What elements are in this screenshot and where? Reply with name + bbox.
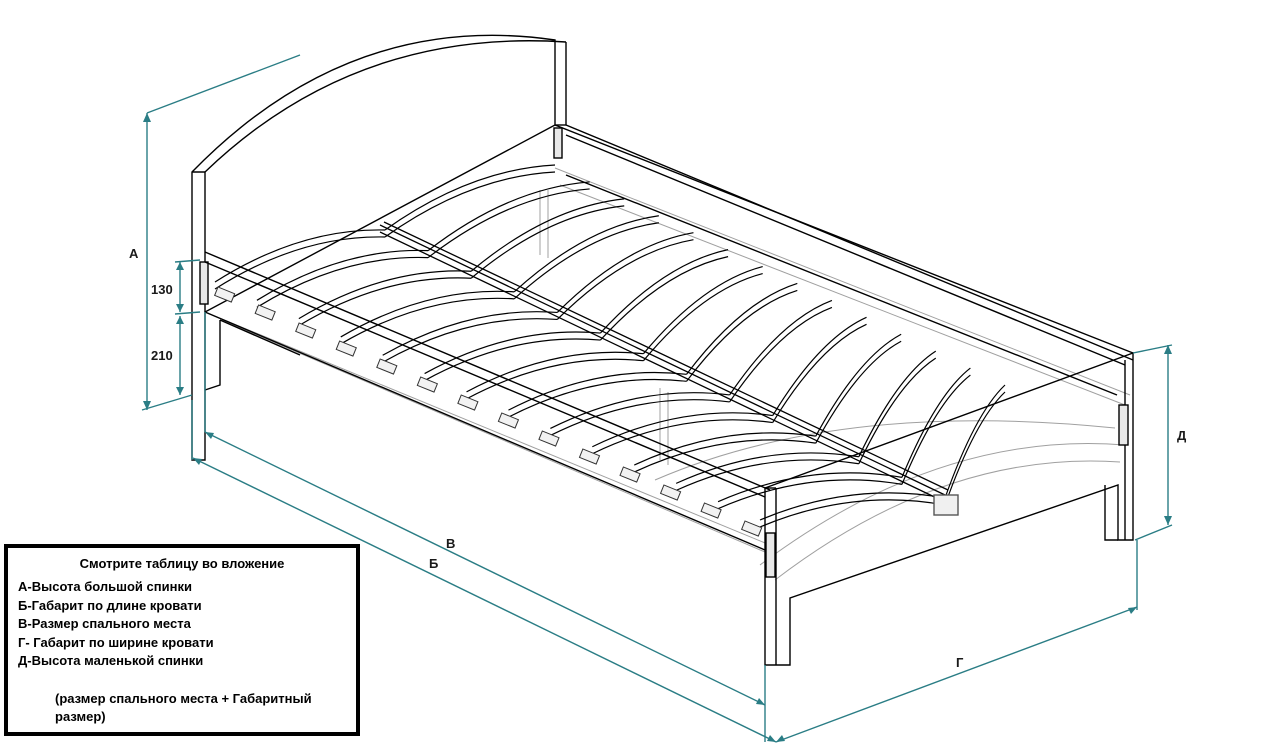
dim-label-g: Г [956, 655, 964, 670]
slat [686, 282, 798, 375]
slat [858, 350, 937, 458]
slat-holder [376, 358, 398, 375]
slat [427, 188, 590, 259]
legend-box: Смотрите таблицу во вложение А-Высота бо… [4, 544, 360, 736]
slat [427, 181, 590, 252]
slat [759, 492, 946, 521]
slat [944, 391, 1006, 506]
slat-holder [700, 502, 722, 519]
hidden-lines [204, 167, 1131, 581]
slat [599, 249, 729, 334]
slat [382, 318, 558, 363]
slat [298, 277, 472, 327]
legend-title: Смотрите таблицу во вложение [79, 556, 285, 571]
slat-holder [416, 376, 439, 393]
slat [384, 171, 556, 238]
slat-holder [740, 520, 763, 537]
slat-holder [295, 322, 317, 339]
slats [214, 164, 1006, 528]
dim-label-210: 210 [151, 348, 173, 363]
slat-holder [659, 484, 682, 501]
slat [466, 358, 644, 400]
slat [556, 239, 694, 320]
dimension-arrows [143, 113, 1172, 742]
slat-holder [213, 286, 236, 303]
dimension-lines [141, 54, 1173, 743]
slat [550, 399, 730, 436]
slat [256, 249, 429, 301]
slat [643, 272, 763, 362]
legend-item-d: Д-Высота маленькой спинки [18, 653, 204, 668]
slat [901, 367, 971, 478]
slat-holder [335, 340, 357, 357]
legend-item-v: В-Размер спального места [18, 616, 191, 631]
slat [815, 333, 902, 437]
slat [424, 338, 601, 382]
slat [470, 198, 625, 272]
legend-item-a: А-Высота большой спинки [18, 579, 192, 594]
slat [633, 432, 816, 466]
legend-note: (размер спального места + Габаритный раз… [55, 691, 312, 724]
dim-b-line [192, 457, 777, 743]
slat [599, 256, 729, 341]
dim-v-line [204, 431, 766, 706]
slat-holder [497, 412, 520, 429]
legend-item-g: Г- Габарит по ширине кровати [18, 634, 214, 650]
slat [513, 215, 659, 293]
dim-label-v: В [446, 536, 456, 551]
slat-holder [538, 430, 560, 447]
slat [556, 232, 694, 313]
slat [470, 205, 625, 279]
dim-label-a: А [129, 246, 139, 261]
slat [717, 479, 903, 510]
slat-holder [254, 304, 276, 321]
legend-list: А-Высота большой спинки Б-Габарит по дли… [18, 578, 214, 671]
slat [466, 351, 644, 393]
dim-label-130: 130 [151, 282, 173, 297]
slat-holder [578, 448, 601, 465]
slat [214, 229, 386, 283]
slat [772, 316, 867, 416]
side-rails [204, 124, 1134, 551]
slat [513, 222, 659, 300]
headboard [191, 34, 567, 461]
slat [729, 299, 833, 396]
slat [382, 311, 558, 356]
slat [759, 499, 946, 528]
slat [633, 439, 816, 473]
slat [686, 289, 798, 382]
dim-label-d: Д [1177, 428, 1187, 443]
footboard [764, 351, 1134, 666]
slat [675, 459, 859, 491]
slat [508, 371, 687, 411]
slat-holder [619, 466, 641, 483]
slat [340, 290, 515, 338]
slat [815, 340, 902, 444]
dim-label-b: Б [429, 556, 439, 571]
slat [592, 419, 773, 455]
slat-holders [213, 286, 763, 537]
slat [643, 265, 763, 355]
slat [858, 357, 937, 465]
slat [214, 236, 386, 290]
slat [944, 384, 1006, 499]
slat [592, 412, 773, 448]
slat [298, 270, 472, 320]
slat [717, 472, 903, 503]
slat [384, 164, 556, 231]
slat [508, 378, 687, 418]
slat [772, 323, 867, 423]
slat [675, 452, 859, 484]
dim-g-line [775, 606, 1138, 743]
slat-holder [457, 394, 479, 411]
slat [901, 374, 971, 485]
slat [340, 297, 515, 345]
slat [256, 256, 429, 308]
legend-item-b: Б-Габарит по длине кровати [18, 597, 202, 613]
slat [550, 392, 730, 429]
slat [729, 306, 833, 403]
